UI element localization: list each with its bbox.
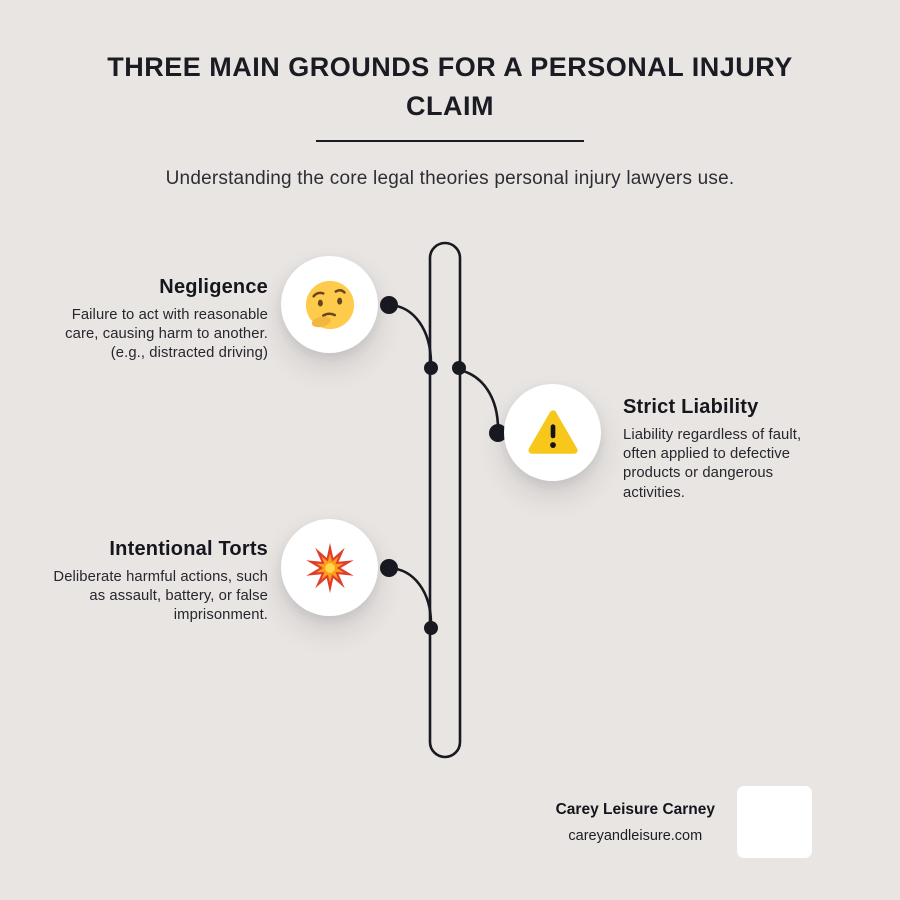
- footer-text: Carey Leisure Carney careyandleisure.com: [556, 801, 715, 844]
- strict-liability-icon-circle: [504, 384, 601, 481]
- footer-website: careyandleisure.com: [568, 827, 703, 844]
- spine-track: [428, 241, 462, 759]
- header: THREE MAIN GROUNDS FOR A PERSONAL INJURY…: [70, 48, 830, 190]
- footer: Carey Leisure Carney careyandleisure.com: [556, 786, 812, 858]
- connector-dot: [489, 424, 507, 442]
- item-strict-liability-description: Liability regardless of fault, often app…: [623, 427, 802, 501]
- connector-dot: [424, 361, 438, 375]
- item-negligence: Negligence Failure to act with reasonabl…: [63, 276, 268, 364]
- item-intentional-torts: Intentional Torts Deliberate harmful act…: [50, 538, 268, 626]
- connector-line-negligence: [388, 303, 433, 365]
- footer-brand-name: Carey Leisure Carney: [555, 800, 715, 818]
- item-intentional-torts-description: Deliberate harmful actions, such as assa…: [53, 569, 268, 624]
- intentional-torts-icon-circle: [281, 519, 378, 616]
- item-negligence-description: Failure to act with reasonable care, cau…: [65, 307, 268, 362]
- connector-dot: [380, 559, 398, 577]
- connector-dot: [424, 621, 438, 635]
- page-subtitle: Understanding the core legal theories pe…: [165, 168, 735, 190]
- connector-line-intentional-torts: [388, 566, 433, 625]
- item-negligence-title: Negligence: [159, 276, 268, 298]
- item-strict-liability: Strict Liability Liability regardless of…: [623, 396, 838, 503]
- connector-dot: [380, 296, 398, 314]
- page-title: THREE MAIN GROUNDS FOR A PERSONAL INJURY…: [107, 52, 793, 122]
- connector-dot: [452, 361, 466, 375]
- collision-burst-icon: [305, 542, 354, 593]
- thinking-face-icon: [305, 280, 354, 329]
- connector-line-strict-liability: [458, 368, 500, 430]
- warning-sign-icon: [527, 409, 578, 454]
- item-strict-liability-title: Strict Liability: [623, 396, 759, 418]
- item-intentional-torts-title: Intentional Torts: [109, 538, 268, 560]
- title-underline: [316, 140, 584, 143]
- negligence-icon-circle: [281, 256, 378, 353]
- footer-logo-placeholder: [737, 786, 812, 858]
